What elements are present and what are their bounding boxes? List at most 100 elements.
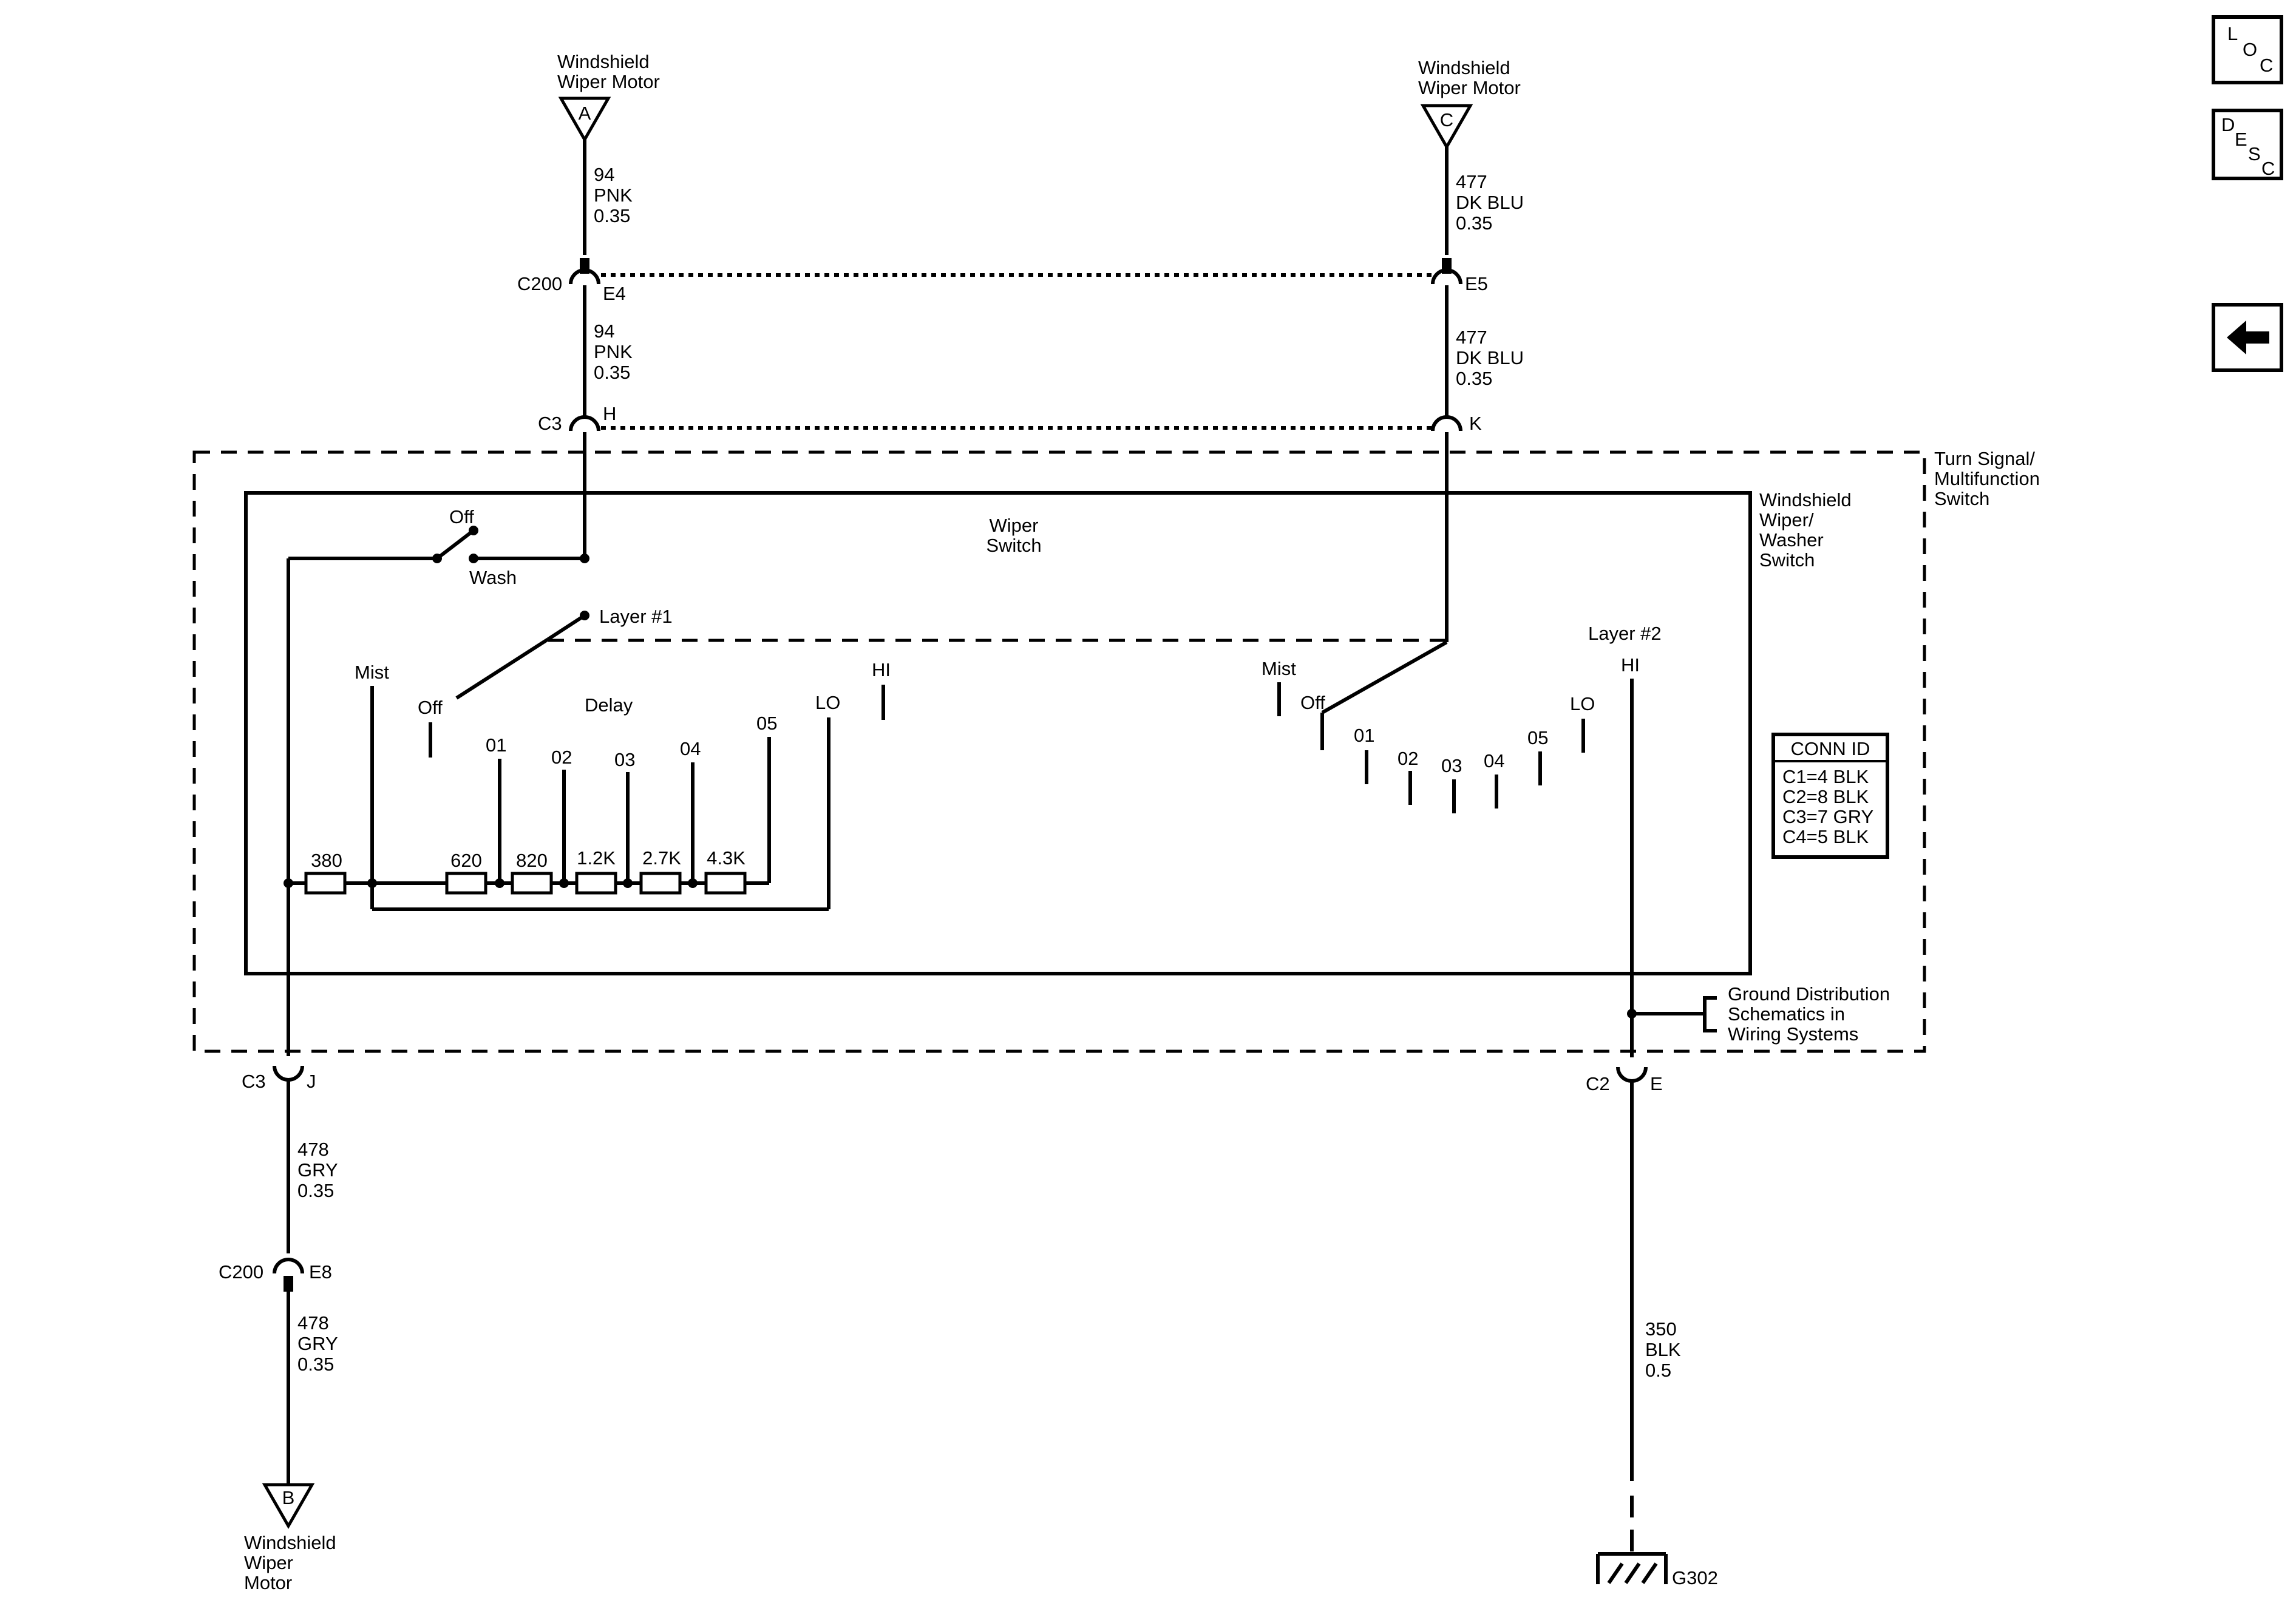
connector-c200-name: C200 — [219, 1261, 263, 1283]
layer1-label: Layer #1 — [599, 606, 673, 627]
wire-94-label: PNK — [594, 185, 633, 206]
resistor-value: 620 — [450, 850, 482, 871]
connector-c2-name: C2 — [1586, 1073, 1610, 1094]
position-label: 03 — [614, 749, 635, 770]
ground-ref-label: Wiring Systems — [1728, 1023, 1858, 1045]
ground-ref-label: Ground Distribution — [1728, 983, 1890, 1005]
position-label: 02 — [551, 747, 572, 768]
wire-477-label: DK BLU — [1456, 192, 1524, 213]
multifunction-switch-outline — [192, 450, 1926, 1053]
ground-g302-label: G302 — [1672, 1567, 1718, 1588]
pin-c-letter: C — [1440, 109, 1453, 131]
position-label: 04 — [680, 738, 701, 759]
loc-letter: C — [2260, 55, 2273, 76]
washer-switch-label: Switch — [1759, 549, 1815, 571]
connector-j-pin: J — [307, 1071, 316, 1092]
wire-478-label: 478 — [297, 1312, 329, 1334]
lo-label: LO — [815, 692, 840, 713]
wire-94-label: PNK — [594, 341, 633, 362]
wire-94-label: 0.35 — [594, 362, 630, 383]
resistor-380 — [304, 872, 347, 895]
wire-477-label: DK BLU — [1456, 347, 1524, 368]
resistor-1.2k — [575, 872, 617, 895]
connector-c3-k — [1431, 415, 1462, 432]
loc-button[interactable]: L O C — [2212, 15, 2283, 84]
loc-letter: O — [2243, 39, 2257, 60]
ground-ref-bracket — [1703, 996, 1717, 1032]
connector-c3-j — [273, 1065, 304, 1082]
ground-symbol-icon — [1596, 1552, 1668, 1584]
wire-477-label: 477 — [1456, 171, 1487, 192]
desc-button[interactable]: D E S C — [2212, 109, 2283, 180]
wire-478-label: 0.35 — [297, 1354, 334, 1375]
wire-477-label: 0.35 — [1456, 368, 1492, 389]
resistor-2.7k — [639, 872, 682, 895]
multifunction-label: Turn Signal/ — [1934, 448, 2035, 469]
connector-c200-e8-female — [273, 1258, 304, 1274]
wire-94-label: 94 — [594, 320, 614, 342]
resistor-value: 380 — [311, 850, 342, 871]
wire-478-label: 478 — [297, 1139, 329, 1160]
motor-a-label: Windshield — [557, 51, 650, 72]
connector-e5-pin: E5 — [1465, 273, 1488, 294]
off-position-label: Off — [1300, 692, 1325, 713]
connector-c2-e — [1616, 1066, 1648, 1083]
desc-letter: S — [2248, 143, 2261, 164]
conn-id-row: C2=8 BLK — [1782, 786, 1869, 807]
off-position-label: Off — [418, 697, 443, 718]
wire-94-label: 0.35 — [594, 205, 630, 226]
connector-k-pin: K — [1469, 413, 1482, 434]
motor-b-label: Wiper — [244, 1552, 293, 1573]
wire-350-label: 0.5 — [1645, 1360, 1671, 1381]
layer2-label: Layer #2 — [1588, 623, 1662, 644]
motor-c-label: Wiper Motor — [1418, 77, 1521, 98]
connector-h-pin: H — [603, 403, 616, 424]
resistor-value: 820 — [516, 850, 548, 871]
wiper-switch-title: Switch — [986, 535, 1041, 556]
left-delay-positions: 01 02 03 04 05 — [486, 713, 777, 770]
pin-a-triangle — [558, 97, 611, 143]
desc-letter: C — [2261, 158, 2275, 179]
conn-id-row: C1=4 BLK — [1782, 766, 1869, 787]
wire-478-label: GRY — [297, 1159, 338, 1181]
layer2-blade — [1321, 640, 1448, 714]
pin-a-letter: A — [579, 103, 591, 124]
wire-478-label: GRY — [297, 1333, 338, 1354]
wire-94-label: 94 — [594, 164, 614, 185]
position-label: 01 — [486, 734, 506, 756]
mist-label: Mist — [1262, 658, 1296, 679]
hi-label: HI — [872, 659, 891, 680]
connector-c3-h — [569, 415, 600, 432]
washer-switch-box — [244, 491, 1752, 975]
desc-letter: E — [2235, 129, 2247, 150]
right-delay-positions: 01 02 03 04 05 — [1354, 725, 1548, 776]
conn-id-table: CONN ID C1=4 BLK C2=8 BLK C3=7 GRY C4=5 … — [1771, 733, 1889, 859]
resistor-value: 2.7K — [642, 847, 681, 869]
back-button[interactable] — [2212, 303, 2283, 372]
wire-477-label: 477 — [1456, 327, 1487, 348]
position-label: 04 — [1484, 750, 1504, 771]
motor-c-label: Windshield — [1418, 57, 1510, 78]
off-label: Off — [449, 506, 474, 527]
motor-b-label: Motor — [244, 1572, 292, 1593]
loc-letter: L — [2227, 23, 2238, 44]
washer-switch-label: Windshield — [1759, 489, 1852, 510]
connector-e4-pin: E4 — [603, 283, 626, 304]
position-label: 05 — [756, 713, 777, 734]
wash-switch-blade — [436, 529, 475, 560]
layer1-blade — [455, 637, 549, 700]
connector-e-pin: E — [1650, 1073, 1663, 1094]
washer-switch-label: Washer — [1759, 529, 1824, 551]
wire-350-label: 350 — [1645, 1318, 1677, 1340]
hi-label: HI — [1621, 654, 1640, 676]
conn-id-row: C3=7 GRY — [1782, 806, 1873, 827]
wash-label: Wash — [469, 567, 517, 588]
resistor-4.3k — [704, 872, 747, 895]
pin-c-triangle — [1420, 104, 1473, 151]
connector-c200-e5-female — [1431, 268, 1462, 285]
multifunction-label: Switch — [1934, 488, 1989, 509]
connector-c200-e4-female — [569, 268, 600, 285]
connector-c200-e8-male — [284, 1276, 293, 1292]
resistor-620 — [445, 872, 487, 895]
